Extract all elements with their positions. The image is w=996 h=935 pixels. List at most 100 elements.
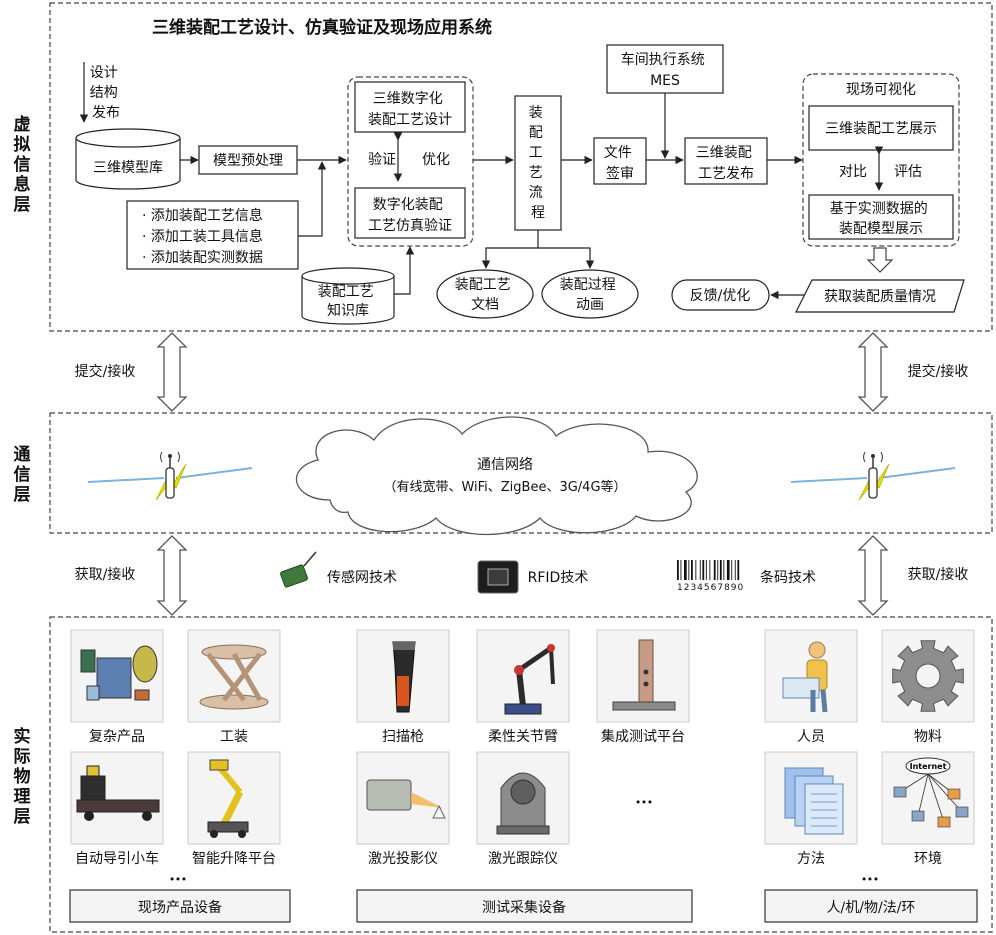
evaluate-label: 评估 (894, 164, 922, 180)
tooling-item: 工装 (187, 629, 281, 745)
mes-box (606, 44, 724, 94)
tooling-label: 工装 (220, 729, 248, 745)
factors-label: 人/机/物/法/环 (827, 900, 916, 916)
onsite-equipment-label: 现场产品设备 (138, 899, 222, 916)
onsite-equipment-box (69, 889, 291, 923)
doc-review-label: 文件 签审 (604, 145, 636, 182)
material-item: 物料 (881, 629, 975, 745)
double-arrow-comm-physical-right (857, 535, 889, 616)
doc-review-box (593, 137, 647, 185)
internet-label: Internet (910, 762, 947, 771)
sensor-icon (280, 551, 317, 588)
arrow-knowledge (394, 246, 415, 295)
add-info-box (126, 200, 299, 270)
arrow-flow-doc (481, 230, 539, 269)
network-cloud (295, 416, 698, 536)
personnel-icon (782, 641, 828, 713)
release-box (684, 137, 768, 185)
arrow-flow-anim (538, 247, 595, 269)
submit-receive-left: 提交/接收 (75, 363, 136, 380)
process-doc-ellipse (436, 269, 534, 319)
quality-label: 获取装配质量情况 (824, 289, 936, 305)
complex-product-icon (80, 645, 158, 701)
layer-label-virtual: 虚拟信息层 (14, 115, 31, 215)
submit-receive-right: 提交/接收 (908, 363, 969, 380)
display-3d-label: 三维装配工艺展示 (825, 121, 937, 137)
onsite-vis-title: 现场可视化 (846, 82, 916, 98)
personnel-item: 人员 (764, 629, 858, 745)
process-flow-label: 装 配 工 艺 流 程 (529, 105, 547, 221)
verify-label: 验证 (368, 152, 396, 168)
virtual-layer-frame (49, 2, 993, 332)
process-doc-label: 装配工艺 文档 (455, 277, 515, 313)
antenna-icon-left (87, 451, 253, 501)
compare-label: 对比 (839, 164, 867, 180)
preprocess-label: 模型预处理 (213, 153, 283, 169)
preprocess-box (198, 145, 298, 175)
factors-box (764, 889, 978, 923)
lift-platform-item: 智能升降平台 (187, 751, 281, 867)
material-label: 物料 (914, 729, 942, 745)
digital-design-box (354, 81, 466, 133)
double-arrow-virtual-comm-left (156, 332, 188, 412)
laser-tracker-label: 激光跟踪仪 (488, 850, 558, 867)
barcode-icon (677, 560, 740, 580)
scanner-label: 扫描枪 (382, 728, 424, 745)
complex-product-item: 复杂产品 (70, 629, 164, 745)
layer-label-comm: 通信层 (14, 445, 31, 505)
double-arrow-comm-physical-left (156, 535, 188, 616)
laser-tracker-icon (496, 772, 550, 835)
display-3d-box (808, 105, 954, 151)
method-icon (784, 767, 844, 835)
articulated-arm-label: 柔性关节臂 (488, 729, 558, 745)
hollow-down-arrow (866, 247, 894, 273)
material-icon (892, 640, 964, 712)
acquire-receive-right: 获取/接收 (908, 566, 969, 583)
tooling-icon (199, 644, 269, 710)
measured-model-label: 基于实测数据的 装配模型展示 (830, 200, 932, 237)
knowledge-base-label: 装配工艺 知识库 (318, 284, 378, 319)
test-platform-item: 集成测试平台 (596, 629, 690, 745)
feedback-label: 反馈/优化 (690, 288, 751, 304)
design-sim-group (347, 76, 474, 247)
lift-platform-icon (207, 759, 249, 838)
method-item: 方法 (764, 751, 858, 867)
environment-icon: Internet (893, 757, 969, 828)
physical-layer-frame (49, 616, 993, 933)
mes-label: 车间执行系统 MES (621, 51, 709, 89)
layer-label-physical-text: 实际物理层 (14, 726, 31, 827)
process-anim-ellipse (541, 269, 639, 319)
page-title: 三维装配工艺设计、仿真验证及现场应用系统 (152, 17, 492, 38)
double-arrow-virtual-comm-right (857, 332, 889, 412)
model-library-cylinder: 三维模型库 (75, 128, 181, 190)
model-library-label: 三维模型库 (93, 160, 163, 176)
digital-sim-label: 数字化装配 工艺仿真验证 (368, 197, 452, 234)
agv-label: 自动导引小车 (75, 850, 159, 867)
lift-platform-label: 智能升降平台 (192, 851, 276, 867)
release-label: 三维装配 工艺发布 (696, 145, 756, 182)
digital-sim-box (354, 187, 466, 239)
laser-projector-label: 激光投影仪 (368, 850, 438, 867)
ellipsis-onsite: ··· (169, 870, 187, 890)
feedback-box (671, 279, 770, 311)
add-info-list: · 添加装配工艺信息 · 添加工装工具信息 · 添加装配实测数据 (142, 207, 267, 266)
ellipsis-factors: ··· (861, 870, 879, 890)
method-label: 方法 (797, 851, 825, 867)
digital-design-label: 三维数字化 装配工艺设计 (368, 91, 452, 128)
rfid-icon (477, 560, 519, 594)
sensor-tech-label: 传感网技术 (327, 569, 397, 586)
agv-icon (76, 765, 160, 821)
antenna-icon-right (790, 451, 956, 501)
comm-layer-frame (49, 412, 993, 534)
articulated-arm-item: 柔性关节臂 (476, 629, 570, 745)
laser-projector-icon (366, 779, 446, 819)
optimize-label: 优化 (422, 152, 450, 168)
quality-box (795, 279, 965, 313)
personnel-label: 人员 (797, 729, 825, 745)
barcode-tech-label: 条码技术 (760, 569, 816, 586)
test-equipment-box (356, 889, 693, 923)
articulated-arm-icon (504, 644, 555, 715)
